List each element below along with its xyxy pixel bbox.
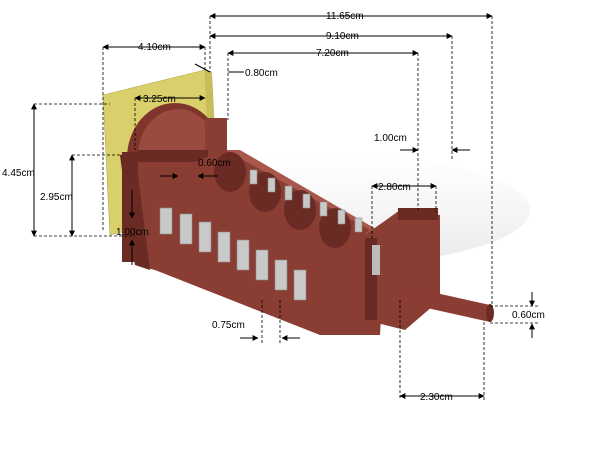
label-front-offset: 0.80cm: [245, 68, 278, 79]
label-pcb-width: 4.10cm: [138, 42, 171, 53]
dimension-labels: 11.65cm 9.10cm 7.20cm 4.10cm 0.80cm 3.25…: [2, 11, 545, 403]
label-body-length: 7.20cm: [316, 48, 349, 59]
label-knob-width: 3.25cm: [143, 94, 176, 105]
label-bracket-offset: 1.00cm: [374, 133, 407, 144]
label-mid-length: 9.10cm: [326, 31, 359, 42]
dimension-lines: [31, 13, 540, 400]
label-shaft-dia: 0.60cm: [512, 310, 545, 321]
label-pin-pitch: 0.75cm: [212, 320, 245, 331]
label-bracket-width: 2.80cm: [378, 182, 411, 193]
label-height-total: 4.45cm: [2, 168, 35, 179]
front-terminal-pins: [159, 207, 307, 301]
label-pin-gap-top: 0.60cm: [198, 158, 231, 169]
label-overall-length: 11.65cm: [326, 11, 364, 22]
top-terminal-pins: [249, 169, 363, 233]
control-shaft: [400, 285, 494, 322]
label-height-inner: 2.95cm: [40, 192, 73, 203]
label-shaft-length: 2.30cm: [420, 392, 453, 403]
label-bottom-offset: 1.00cm: [116, 227, 149, 238]
